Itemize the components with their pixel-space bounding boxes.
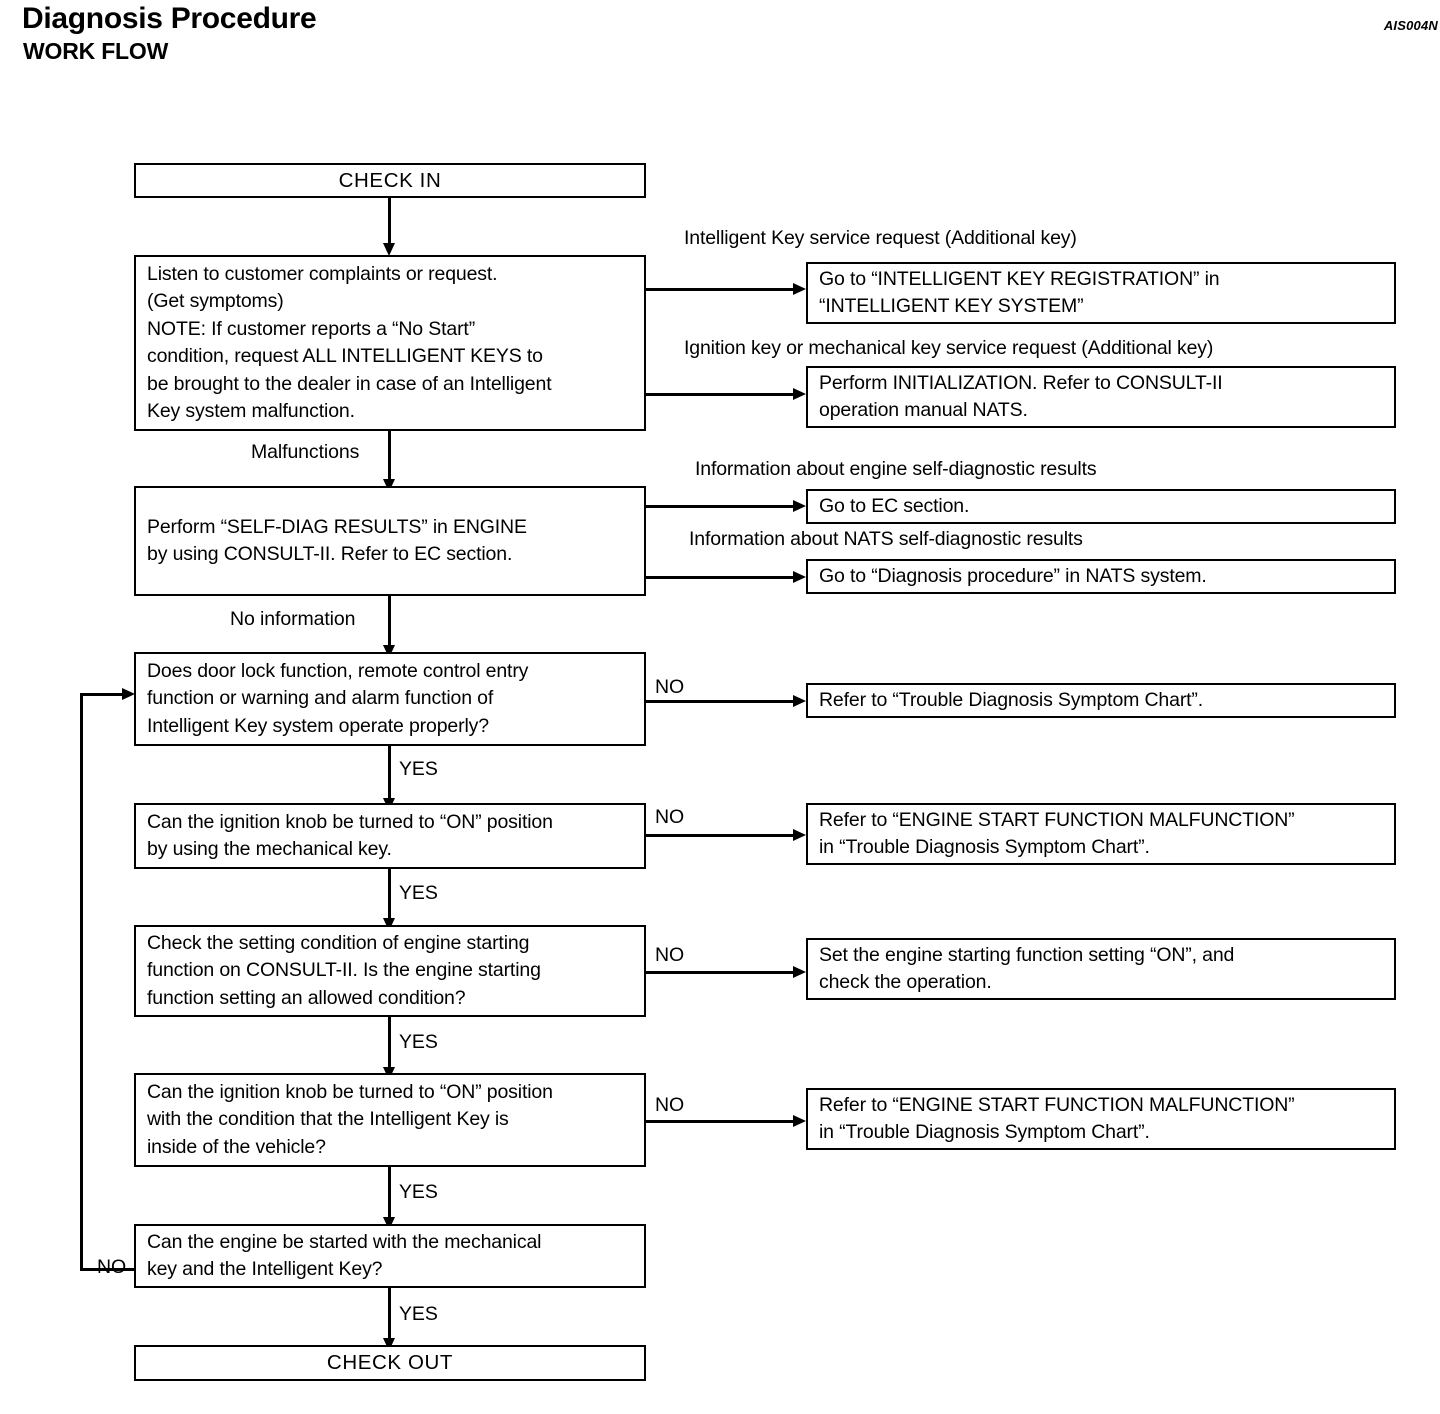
connector-enginestart-loop-vertical — [80, 693, 83, 1271]
edge-label-enginestart-no: NO — [97, 1256, 127, 1278]
node-listen-complaints-label: Listen to customer complaints or request… — [147, 262, 552, 423]
node-go-to-ec-section-label: Go to EC section. — [819, 494, 970, 517]
edge-label-knobikey-no: NO — [655, 1094, 685, 1116]
arrowhead-doorlock-to-refer-tdsc — [793, 695, 806, 707]
node-go-to-nats-diagnosis: Go to “Diagnosis procedure” in NATS syst… — [806, 559, 1396, 594]
node-go-to-ikey-registration: Go to “INTELLIGENT KEY REGISTRATION” in … — [806, 262, 1396, 324]
arrowhead-listen-to-goikr — [793, 283, 806, 295]
node-question-knob-ikey-inside-label: Can the ignition knob be turned to “ON” … — [147, 1080, 553, 1158]
arrowhead-selfdiag-to-gonats — [793, 571, 806, 583]
page-subtitle: WORK FLOW — [23, 38, 169, 64]
node-question-door-lock-label: Does door lock function, remote control … — [147, 659, 529, 737]
arrowhead-knobikey-to-refer-esfm2 — [793, 1115, 806, 1127]
node-refer-trouble-diagnosis-chart: Refer to “Trouble Diagnosis Symptom Char… — [806, 683, 1396, 718]
edge-label-setting-yes: YES — [399, 1031, 438, 1053]
node-go-to-ikey-registration-label: Go to “INTELLIGENT KEY REGISTRATION” in … — [819, 267, 1220, 318]
caption-engine-selfdiag-results: Information about engine self-diagnostic… — [695, 458, 1097, 480]
connector-knobikey-to-refer-esfm2 — [646, 1120, 794, 1123]
arrowhead-knobmech-to-refer-esfm1 — [793, 829, 806, 841]
arrowhead-listen-to-perform-init — [793, 388, 806, 400]
connector-doorlock-to-refer-tdsc — [646, 700, 794, 703]
connector-enginestart-loop-bottom — [80, 1268, 136, 1271]
edge-label-knobikey-yes: YES — [399, 1181, 438, 1203]
document-code: AIS004N — [1383, 18, 1438, 33]
node-question-engine-started-label: Can the engine be started with the mecha… — [147, 1230, 542, 1281]
node-question-engine-started: Can the engine be started with the mecha… — [134, 1224, 646, 1288]
node-question-knob-mechanical-key-label: Can the ignition knob be turned to “ON” … — [147, 810, 553, 861]
connector-knobmech-to-refer-esfm1 — [646, 834, 794, 837]
node-listen-complaints: Listen to customer complaints or request… — [134, 255, 646, 431]
connector-checkin-to-listen — [388, 198, 391, 246]
node-check-out: CHECK OUT — [134, 1345, 646, 1381]
connector-doorlock-to-knobmech — [388, 746, 391, 803]
node-refer-engine-start-malfunction-1-label: Refer to “ENGINE START FUNCTION MALFUNCT… — [819, 808, 1295, 859]
node-refer-engine-start-malfunction-1: Refer to “ENGINE START FUNCTION MALFUNCT… — [806, 803, 1396, 865]
node-question-knob-mechanical-key: Can the ignition knob be turned to “ON” … — [134, 803, 646, 869]
connector-enginestart-loop-top — [80, 693, 126, 696]
arrowhead-selfdiag-to-goec — [793, 500, 806, 512]
connector-setting-to-set-on — [646, 971, 794, 974]
connector-listen-to-selfdiag — [388, 431, 391, 484]
edge-label-doorlock-no: NO — [655, 676, 685, 698]
node-question-knob-ikey-inside: Can the ignition knob be turned to “ON” … — [134, 1073, 646, 1167]
edge-label-setting-no: NO — [655, 944, 685, 966]
edge-label-malfunctions: Malfunctions — [251, 441, 360, 463]
edge-label-enginestart-yes: YES — [399, 1303, 438, 1325]
edge-label-doorlock-yes: YES — [399, 758, 438, 780]
node-perform-initialization: Perform INITIALIZATION. Refer to CONSULT… — [806, 366, 1396, 428]
connector-selfdiag-to-gonats — [646, 576, 794, 579]
edge-label-no-information: No information — [230, 608, 356, 630]
page-title: Diagnosis Procedure — [22, 2, 317, 35]
connector-selfdiag-to-goec — [646, 505, 794, 508]
connector-knobmech-to-setting — [388, 869, 391, 923]
node-set-engine-start-on: Set the engine starting function setting… — [806, 938, 1396, 1000]
connector-setting-to-knobikey — [388, 1017, 391, 1072]
caption-ikey-service-request: Intelligent Key service request (Additio… — [684, 227, 1077, 249]
node-question-door-lock: Does door lock function, remote control … — [134, 652, 646, 746]
arrowhead-checkin-to-listen — [383, 243, 395, 256]
node-question-engine-start-setting: Check the setting condition of engine st… — [134, 925, 646, 1017]
node-refer-engine-start-malfunction-2: Refer to “ENGINE START FUNCTION MALFUNCT… — [806, 1088, 1396, 1150]
connector-selfdiag-to-doorlock — [388, 596, 391, 650]
arrowhead-setting-to-set-on — [793, 966, 806, 978]
connector-knobikey-to-enginestart — [388, 1167, 391, 1222]
connector-listen-to-goikr — [646, 288, 794, 291]
node-check-in: CHECK IN — [134, 163, 646, 198]
node-check-in-label: CHECK IN — [338, 168, 442, 192]
node-perform-self-diag: Perform “SELF-DIAG RESULTS” in ENGINE by… — [134, 486, 646, 596]
arrowhead-enginestart-loop-to-doorlock — [122, 688, 135, 700]
node-question-engine-start-setting-label: Check the setting condition of engine st… — [147, 931, 541, 1009]
edge-label-knobmech-yes: YES — [399, 882, 438, 904]
connector-enginestart-to-checkout — [388, 1288, 391, 1343]
node-perform-self-diag-label: Perform “SELF-DIAG RESULTS” in ENGINE by… — [147, 515, 527, 566]
connector-listen-to-perform-init — [646, 393, 794, 396]
node-refer-engine-start-malfunction-2-label: Refer to “ENGINE START FUNCTION MALFUNCT… — [819, 1093, 1295, 1144]
node-go-to-ec-section: Go to EC section. — [806, 489, 1396, 524]
node-go-to-nats-diagnosis-label: Go to “Diagnosis procedure” in NATS syst… — [819, 564, 1207, 587]
node-check-out-label: CHECK OUT — [326, 1351, 454, 1375]
node-refer-trouble-diagnosis-chart-label: Refer to “Trouble Diagnosis Symptom Char… — [819, 688, 1204, 711]
edge-label-knobmech-no: NO — [655, 806, 685, 828]
caption-ignition-service-request: Ignition key or mechanical key service r… — [684, 337, 1214, 359]
node-set-engine-start-on-label: Set the engine starting function setting… — [819, 943, 1235, 994]
node-perform-initialization-label: Perform INITIALIZATION. Refer to CONSULT… — [819, 371, 1223, 422]
caption-nats-selfdiag-results: Information about NATS self-diagnostic r… — [689, 528, 1083, 550]
